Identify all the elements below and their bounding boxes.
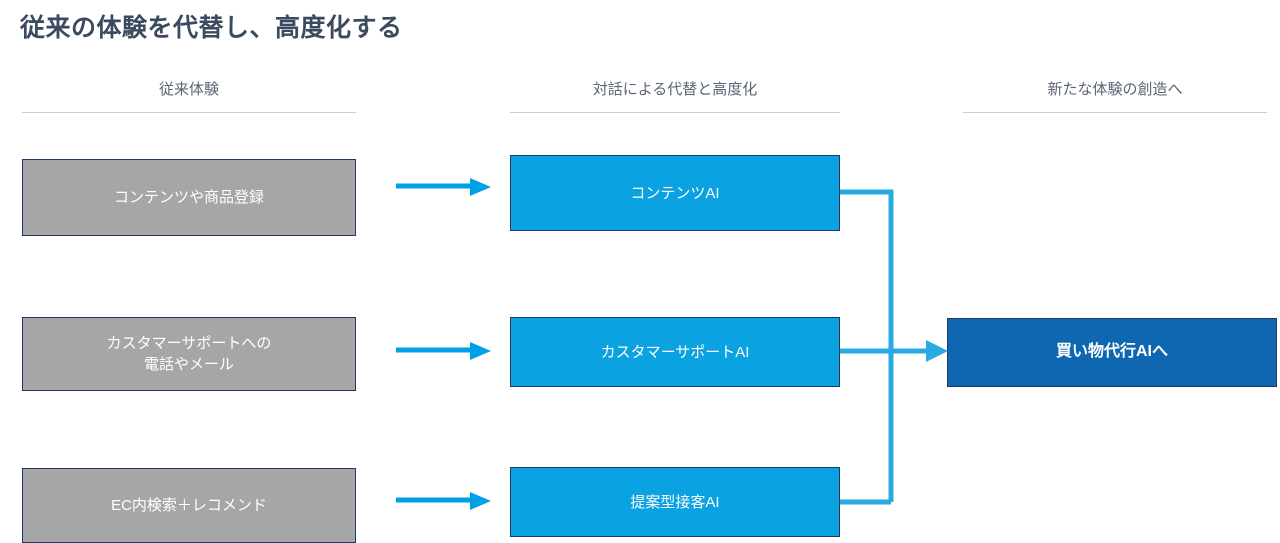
legacy-box-customer-support[interactable]: カスタマーサポートへの 電話やメール	[22, 317, 356, 391]
connector-ai-to-goal	[838, 182, 956, 512]
ai-box-proposal-service-ai-label: 提案型接客AI	[630, 493, 720, 511]
column-header-ai: 対話による代替と高度化	[592, 81, 758, 98]
goal-box-shopping-agent-ai-label: 買い物代行AIへ	[1055, 343, 1168, 361]
legacy-box-customer-support-label-line1: カスタマーサポートへの	[106, 335, 272, 352]
legacy-box-content-registration[interactable]: コンテンツや商品登録	[22, 159, 356, 236]
ai-box-content-ai-label: コンテンツAI	[630, 184, 720, 202]
arrow-support-to-ai	[396, 340, 492, 362]
column-rule-ai	[510, 112, 840, 113]
legacy-box-customer-support-label-line2: 電話やメール	[143, 356, 234, 373]
column-header-goal: 新たな体験の創造へ	[1047, 81, 1183, 98]
ai-box-customer-support-ai-label: カスタマーサポートAI	[600, 343, 750, 361]
ai-box-customer-support-ai[interactable]: カスタマーサポートAI	[510, 317, 840, 387]
legacy-box-ec-search-recommend-label: EC内検索＋レコメンド	[111, 497, 267, 514]
legacy-box-content-registration-label: コンテンツや商品登録	[113, 189, 264, 206]
page-title: 従来の体験を代替し、高度化する	[20, 14, 403, 42]
goal-box-shopping-agent-ai[interactable]: 買い物代行AIへ	[947, 318, 1277, 387]
legacy-box-ec-search-recommend[interactable]: EC内検索＋レコメンド	[22, 468, 356, 543]
arrow-search-to-ai	[396, 490, 492, 512]
column-rule-legacy	[22, 112, 356, 113]
ai-box-proposal-service-ai[interactable]: 提案型接客AI	[510, 467, 840, 537]
arrow-content-to-ai	[396, 176, 492, 198]
column-header-legacy: 従来体験	[158, 81, 219, 98]
ai-box-content-ai[interactable]: コンテンツAI	[510, 155, 840, 231]
column-rule-goal	[963, 112, 1267, 113]
